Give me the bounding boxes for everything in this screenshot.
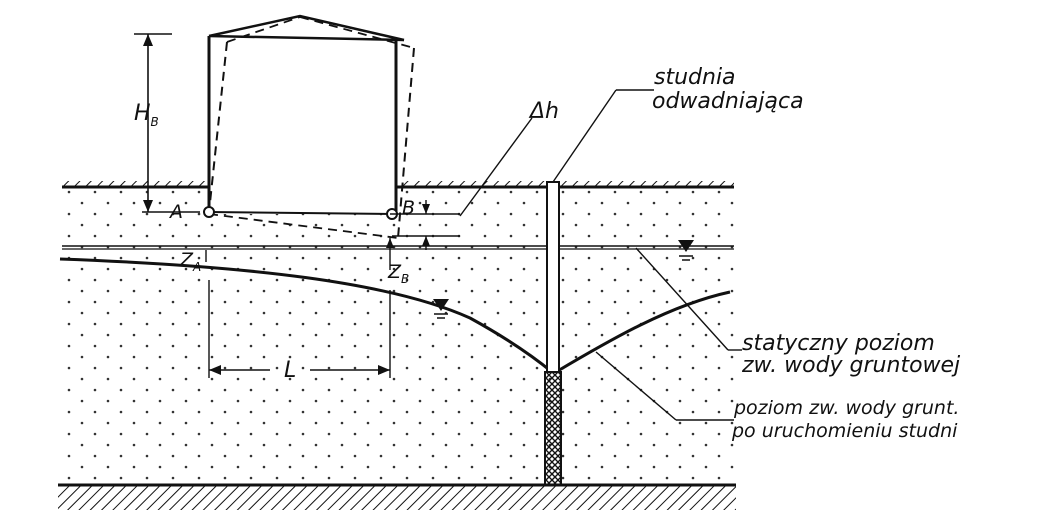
lowered-level-legend: poziom zw. wody grunt. po uruchomieniu s… [595, 351, 959, 442]
point-b-label: B [402, 197, 415, 219]
building [203, 14, 415, 239]
length-dimension: L [208, 280, 391, 383]
point-a-label: A [168, 201, 183, 223]
impermeable-base [58, 483, 736, 510]
building-tilted-outline [208, 16, 415, 239]
length-label: L [284, 358, 296, 383]
static-water-level [62, 240, 734, 261]
depression-curve [59, 257, 731, 374]
point-a-marker [203, 206, 215, 218]
dewatering-well: studnia odwadniająca [544, 65, 804, 486]
water-level-marker-lowered [433, 299, 449, 319]
depth-z-a: ZA [179, 249, 207, 274]
depth-z-b: ZB [386, 238, 409, 286]
z-b-label: ZB [387, 261, 409, 286]
static-level-legend: statyczny poziom zw. wody gruntowej [635, 247, 961, 378]
static-label-line1: statyczny poziom [742, 331, 935, 356]
ground-surface [62, 181, 734, 189]
well-label-line2: odwadniająca [652, 89, 804, 114]
height-label: HB [134, 101, 159, 129]
delta-h-label: Δh [528, 99, 559, 124]
lowered-label-line2: po uruchomieniu studni [731, 420, 958, 442]
settlement-dimension: Δh [390, 99, 559, 250]
water-level-marker-static [678, 240, 694, 261]
well-label-line1: studnia [654, 65, 736, 90]
z-a-label: ZA [179, 249, 201, 274]
static-label-line2: zw. wody gruntowej [741, 353, 961, 378]
height-dimension: HB [134, 33, 200, 213]
lowered-label-line1: poziom zw. wody grunt. [733, 397, 959, 419]
